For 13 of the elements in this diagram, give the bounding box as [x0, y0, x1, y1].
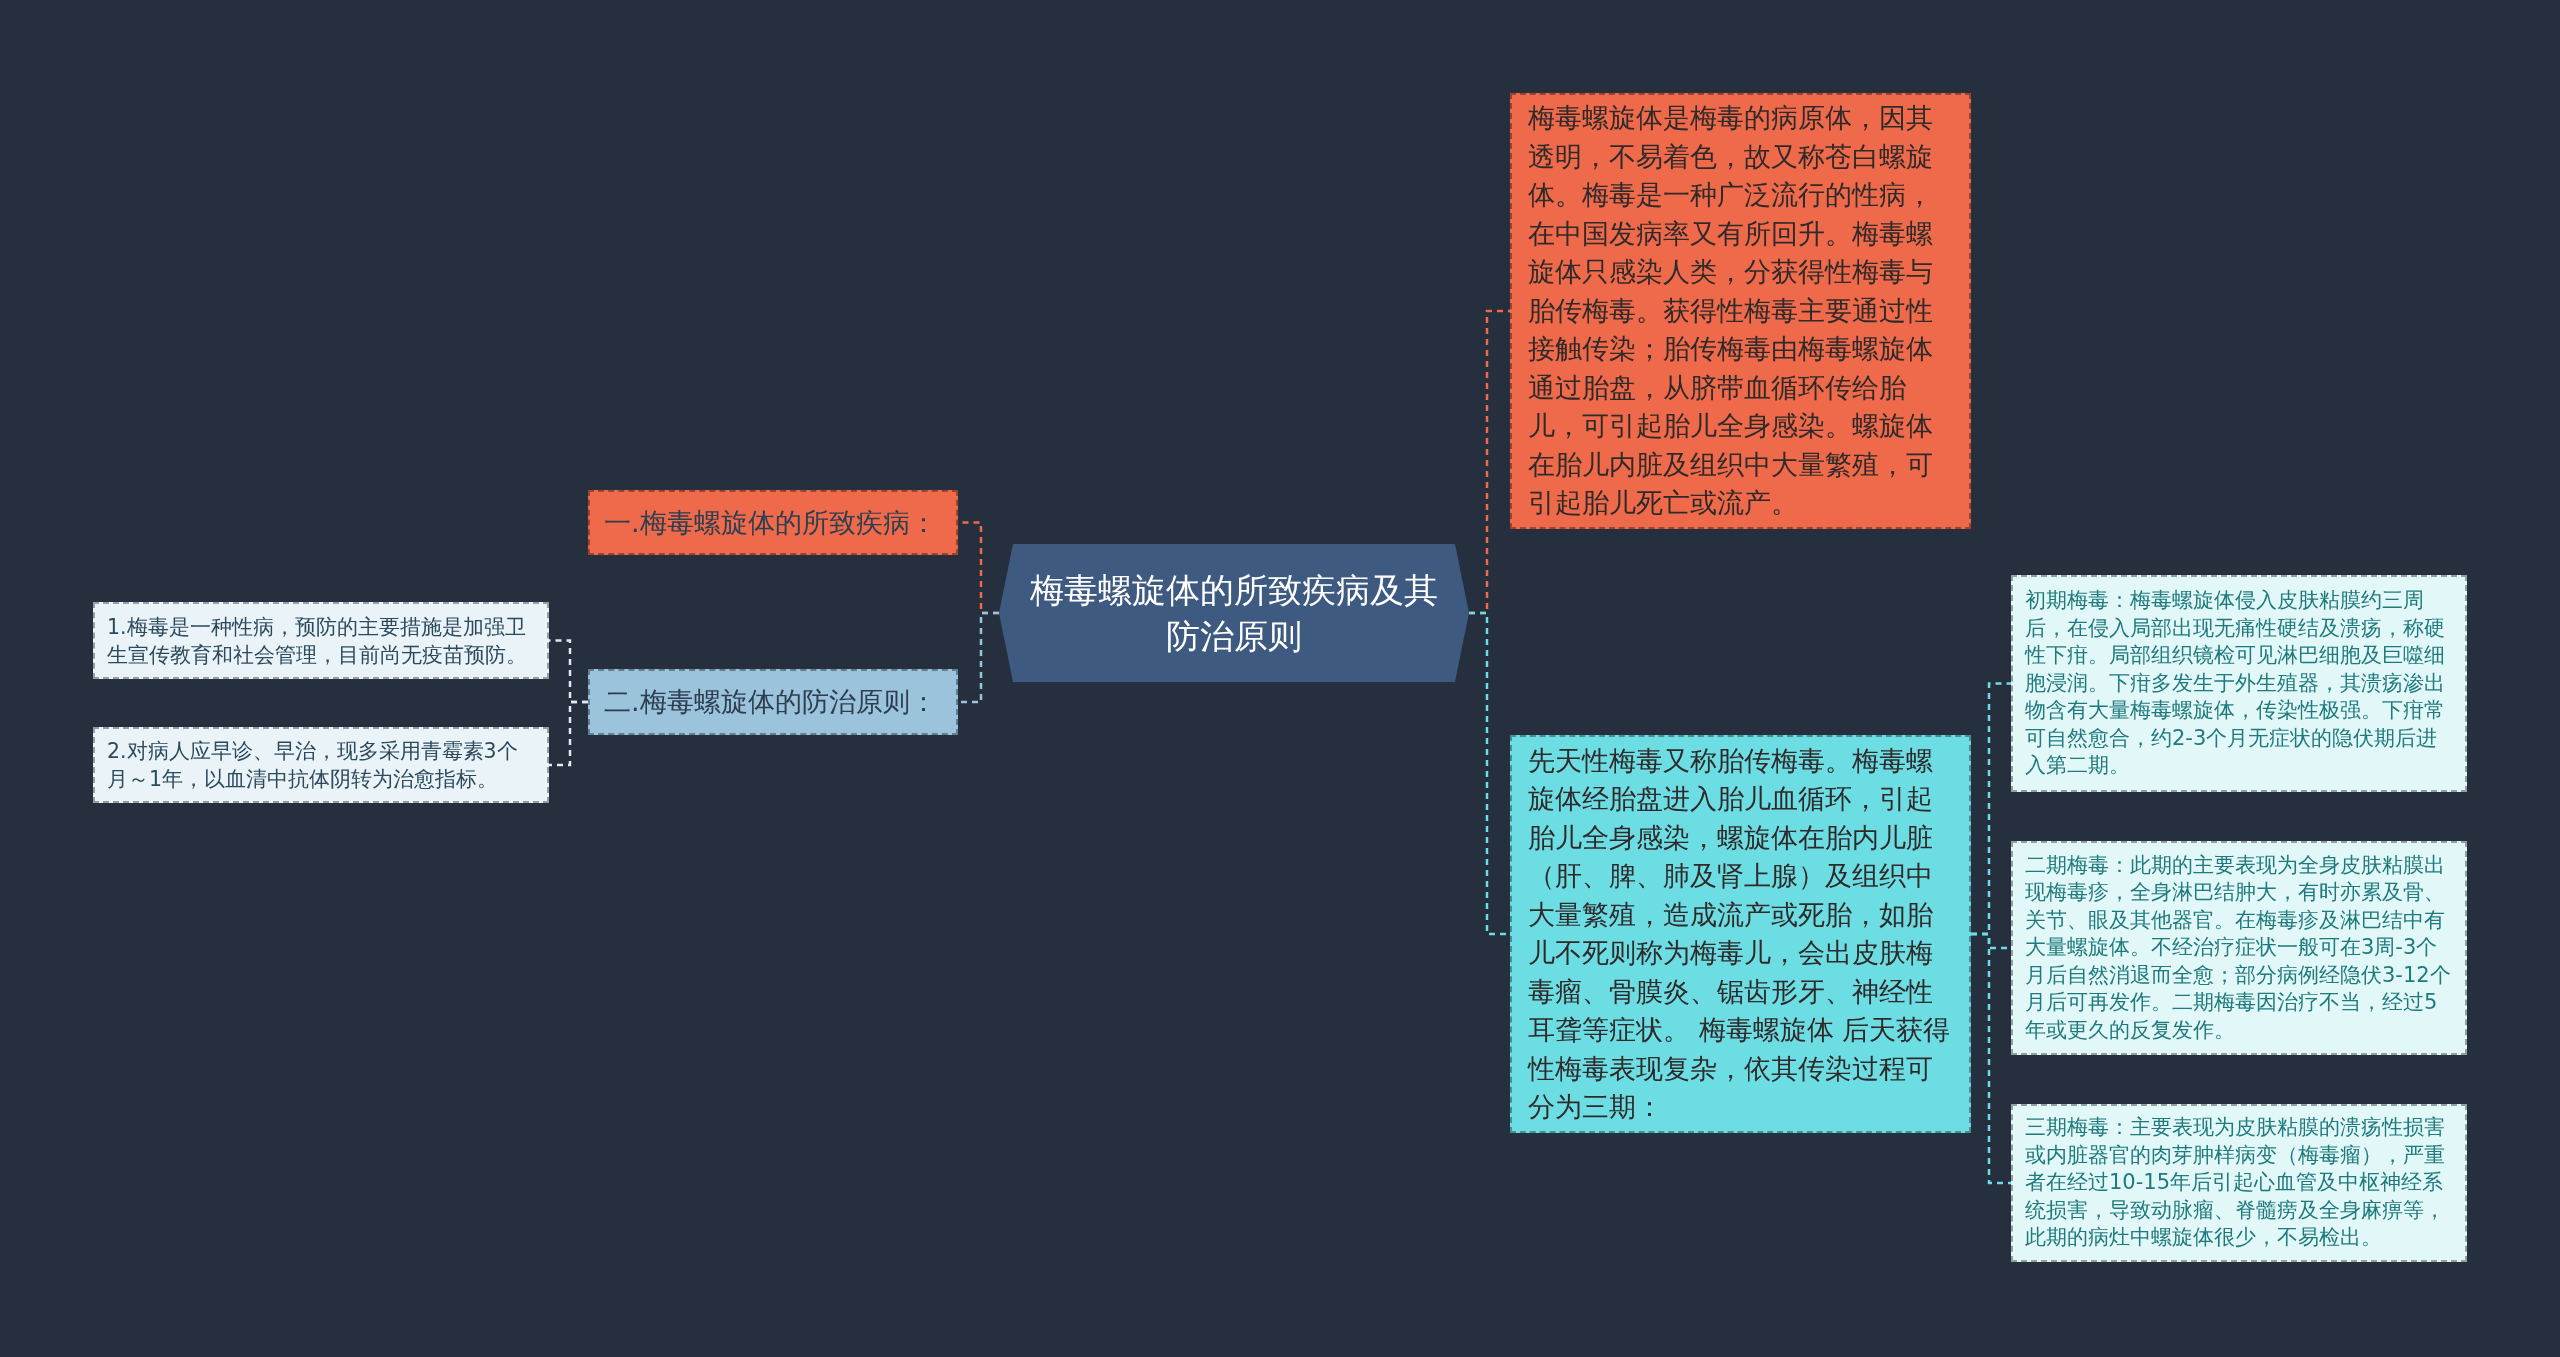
- branch-topic: 二.梅毒螺旋体的防治原则：: [588, 669, 958, 735]
- text-card: 先天性梅毒又称胎传梅毒。梅毒螺旋体经胎盘进入胎儿血循环，引起胎儿全身感染，螺旋体在胎内儿脏（肝、脾、肺及肾上腺）及组织中大量繁殖，造成流产或死胎，如胎儿不死则称为梅毒儿，会出皮肤梅毒瘤、骨膜炎、锯齿形牙、神经性耳聋等症状。 梅毒螺旋体 后天获得性梅毒表现复杂，依其传染过程可分为三期：: [1510, 735, 1971, 1133]
- connector: [1971, 932, 2011, 1185]
- text-card: 2.对病人应早诊、早治，现多采用青霉素3个月～1年，以血清中抗体阴转为治愈指标。: [93, 727, 549, 803]
- text-card: 1.梅毒是一种性病，预防的主要措施是加强卫生宣传教育和社会管理，目前尚无疫苗预防。: [93, 602, 549, 679]
- central-topic: 梅毒螺旋体的所致疾病及其防治原则: [999, 544, 1469, 682]
- connector: [958, 611, 999, 704]
- text-card: 二期梅毒：此期的主要表现为全身皮肤粘膜出现梅毒疹，全身淋巴结肿大，有时亦累及骨、关节、眼及其他器官。在梅毒疹及淋巴结中有大量螺旋体。不经治疗症状一般可在3周-3个月后自然消退而全愈；部分病例经隐伏3-12个月后可再发作。二期梅毒因治疗不当，经过5年或更久的反复发作。: [2011, 841, 2467, 1055]
- connector: [549, 700, 588, 767]
- text-card: 三期梅毒：主要表现为皮肤粘膜的溃疡性损害或内脏器官的肉芽肿样病变（梅毒瘤），严重者在经过10-15年后引起心血管及中枢神经系统损害，导致动脉瘤、脊髓痨及全身麻痹等，此期的病灶中螺旋体很少，不易检出。: [2011, 1104, 2467, 1262]
- text-card: 梅毒螺旋体是梅毒的病原体，因其透明，不易着色，故又称苍白螺旋体。梅毒是一种广泛流行的性病，在中国发病率又有所回升。梅毒螺旋体只感染人类，分获得性梅毒与胎传梅毒。获得性梅毒主要通过性接触传染；胎传梅毒由梅毒螺旋体通过胎盘，从脐带血循环传给胎儿，可引起胎儿全身感染。螺旋体在胎儿内脏及组织中大量繁殖，可引起胎儿死亡或流产。: [1510, 93, 1971, 529]
- branch-topic: 一.梅毒螺旋体的所致疾病：: [588, 490, 958, 555]
- text-card: 初期梅毒：梅毒螺旋体侵入皮肤粘膜约三周后，在侵入局部出现无痛性硬结及溃疡，称硬性下疳。局部组织镜检可见淋巴细胞及巨噬细胞浸润。下疳多发生于外生殖器，其溃疡渗出物含有大量梅毒螺旋体，传染性极强。下疳常可自然愈合，约2-3个月无症状的隐伏期后进入第二期。: [2011, 575, 2467, 792]
